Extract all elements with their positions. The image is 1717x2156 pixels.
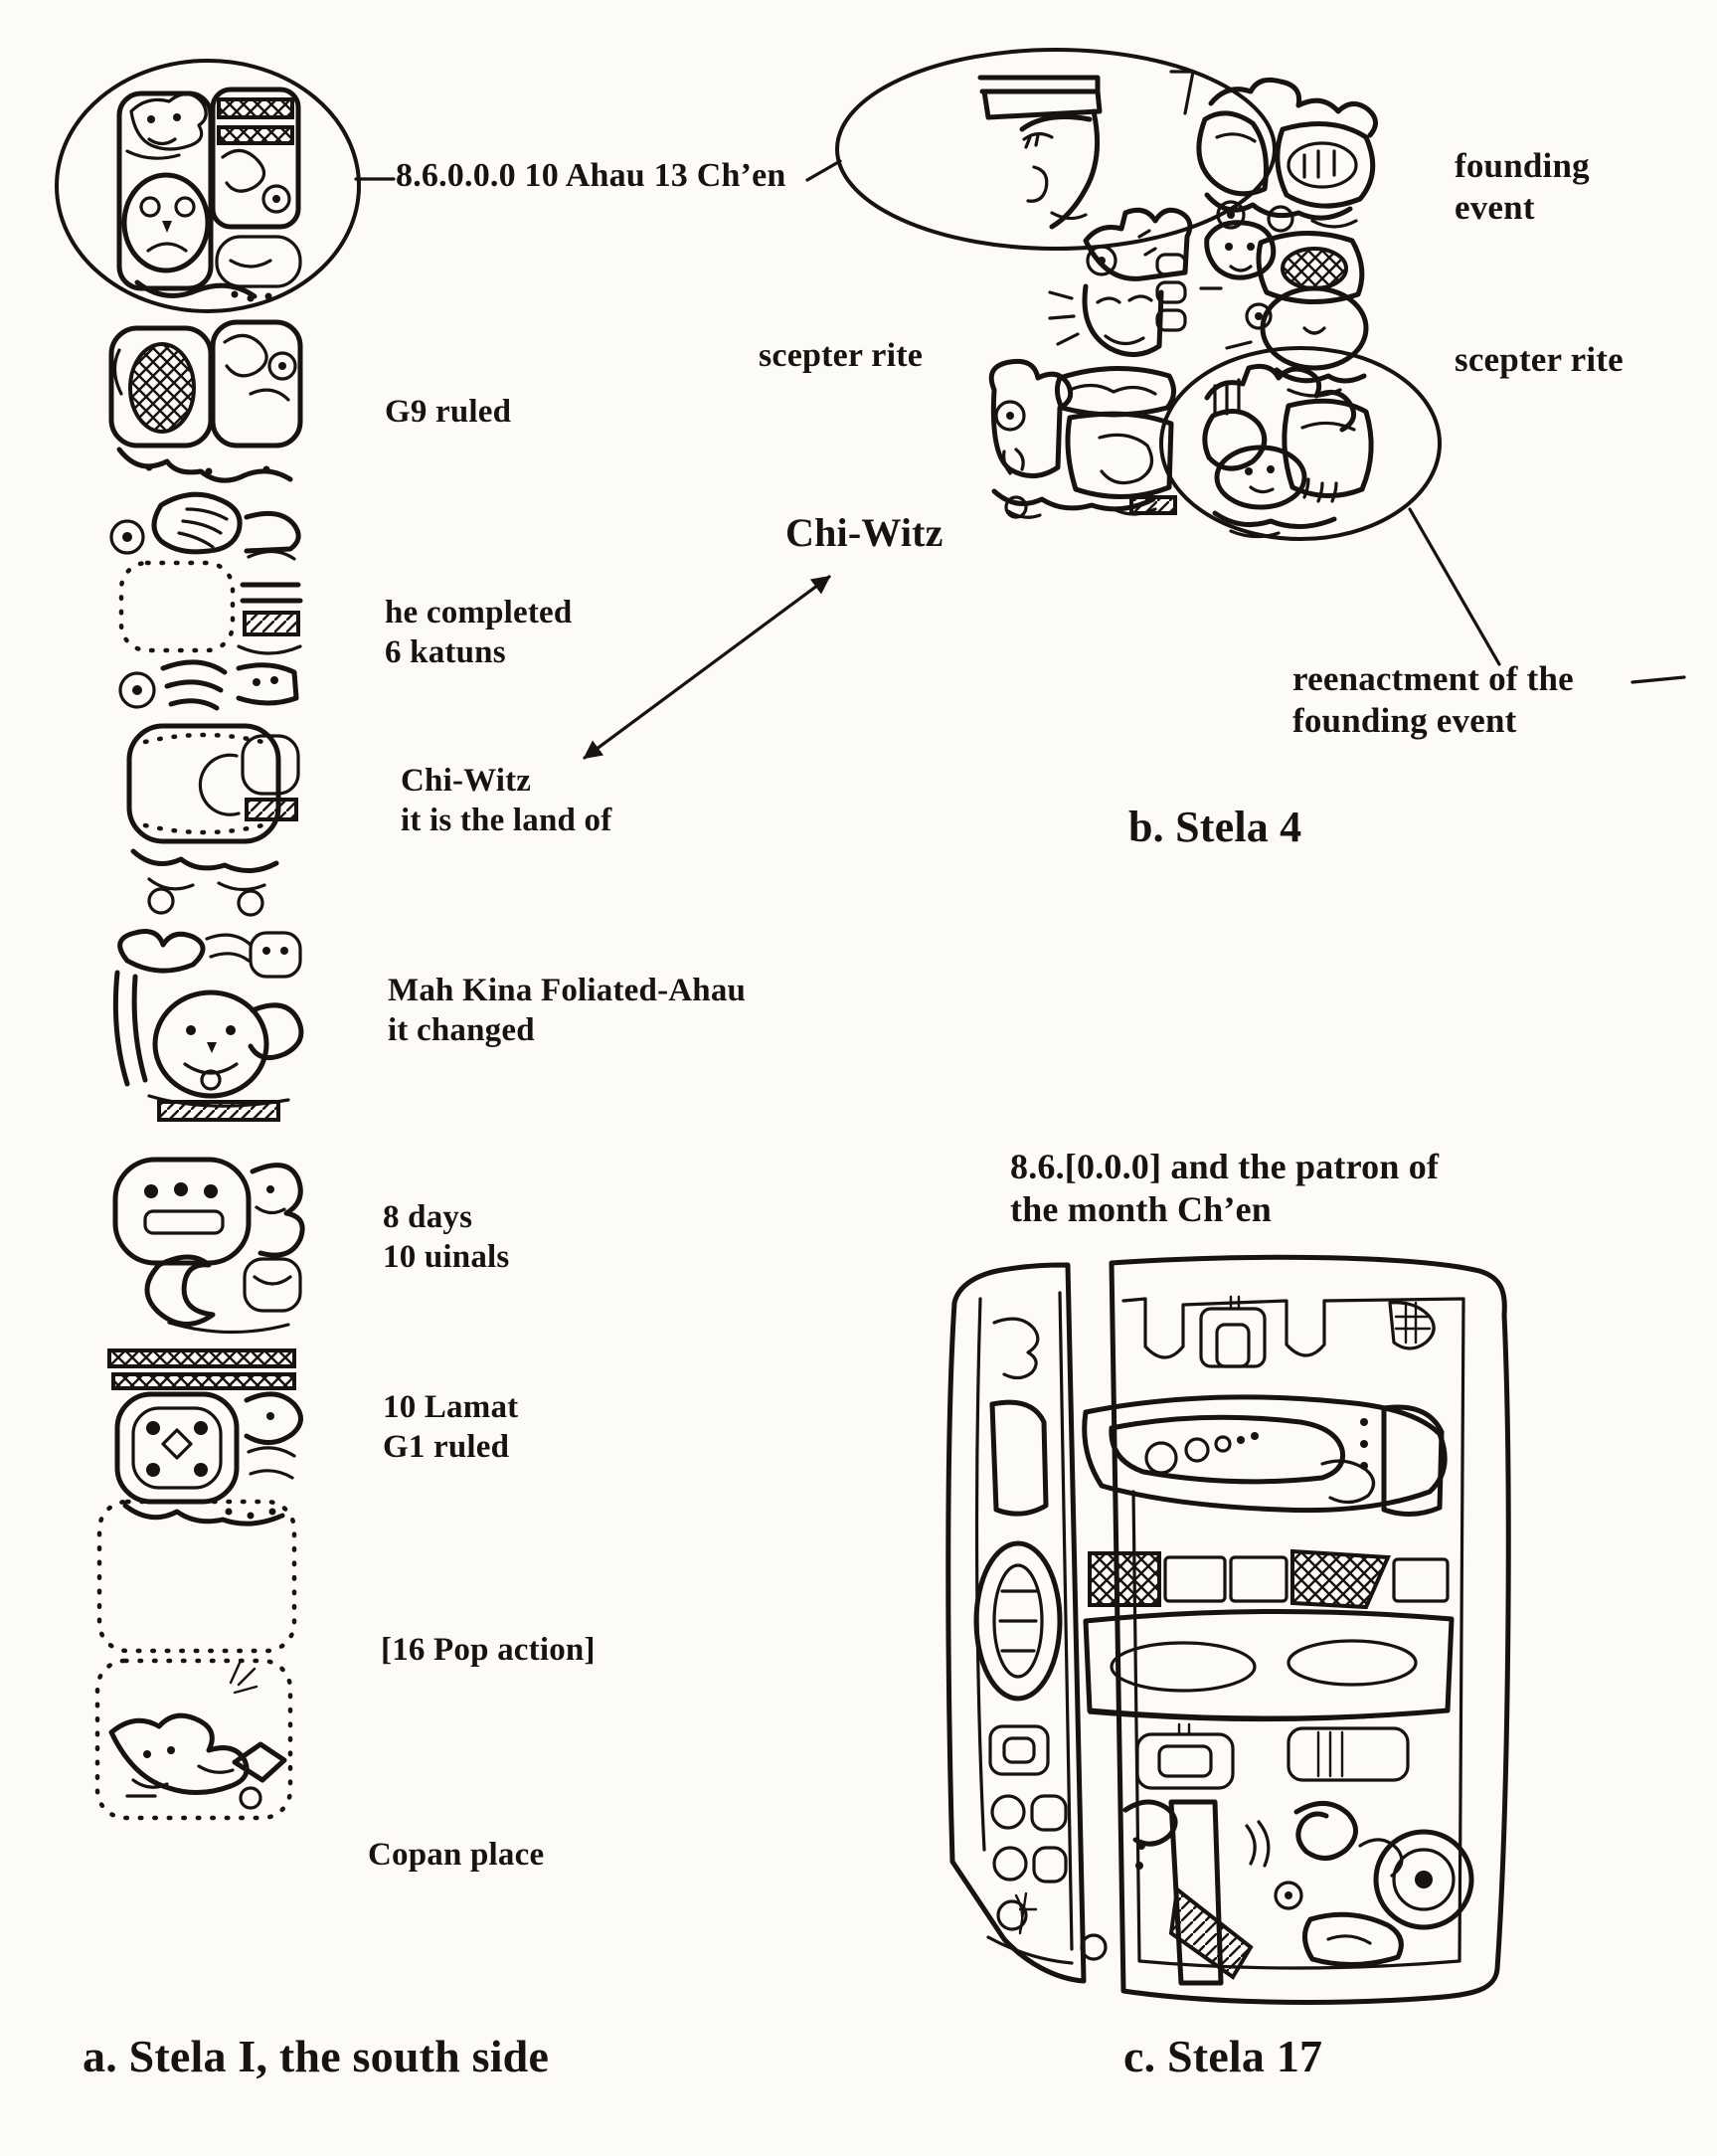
annotation-lamat-g1: 10 Lamat G1 ruled (383, 1389, 519, 1465)
glyph-block-chi-witz (118, 659, 300, 917)
annotation-reenactment: reenactment of the founding event (1292, 659, 1574, 740)
glyph-block-distance-number (112, 1157, 305, 1335)
annotation-pop-action: [16 Pop action] (381, 1632, 596, 1668)
highlight-circle-b (835, 48, 1277, 251)
stela-17-drawing (945, 1254, 1511, 2005)
caption-stela-17: c. Stela 17 (1123, 2031, 1323, 2081)
chi-witz-arrow (583, 575, 831, 760)
annotation-days-uinals: 8 days 10 uinals (383, 1199, 510, 1275)
annotation-founding-event: founding event (1455, 146, 1590, 227)
annotation-completed-katuns: he completed 6 katuns (385, 595, 573, 670)
annotation-chi-witz-b: Chi-Witz (785, 510, 944, 555)
stela-i-drawing (55, 59, 396, 1821)
annotation-copan-place: Copan place (368, 1837, 545, 1873)
highlight-circle-a (55, 59, 361, 313)
glyph-block-completion (109, 491, 303, 655)
caption-stela-i: a. Stela I, the south side (83, 2031, 550, 2081)
annotation-g9-ruled: G9 ruled (385, 394, 512, 430)
reenactment-leader-line (1408, 507, 1501, 666)
annotation-chi-witz-land: Chi-Witz it is the land of (401, 763, 612, 838)
reenactment-ellipse (1159, 346, 1442, 541)
glyph-block-g9 (108, 319, 303, 483)
glyph-block-missing-pop (96, 1499, 297, 1654)
date-label: 8.6.0.0.0 10 Ahau 13 Ch’en (396, 157, 786, 194)
reenactment-dash (1631, 675, 1686, 684)
glyph-block-mah-kina (112, 929, 304, 1122)
caption-stela-4: b. Stela 4 (1128, 803, 1302, 851)
date-connector-line-b (805, 159, 842, 182)
annotation-mah-kina: Mah Kina Foliated-Ahau it changed (388, 973, 747, 1048)
annotation-scepter-rite-left: scepter rite (759, 337, 924, 374)
glyph-block-initial-series (116, 87, 302, 302)
annotation-patron-chen: 8.6.[0.0.0] and the patron of the month … (1010, 1147, 1440, 1230)
glyph-block-lamat (107, 1348, 303, 1527)
annotation-scepter-rite-right: scepter rite (1455, 340, 1624, 379)
stela-4-drawing (805, 48, 1686, 684)
glyph-block-copan (94, 1658, 293, 1821)
